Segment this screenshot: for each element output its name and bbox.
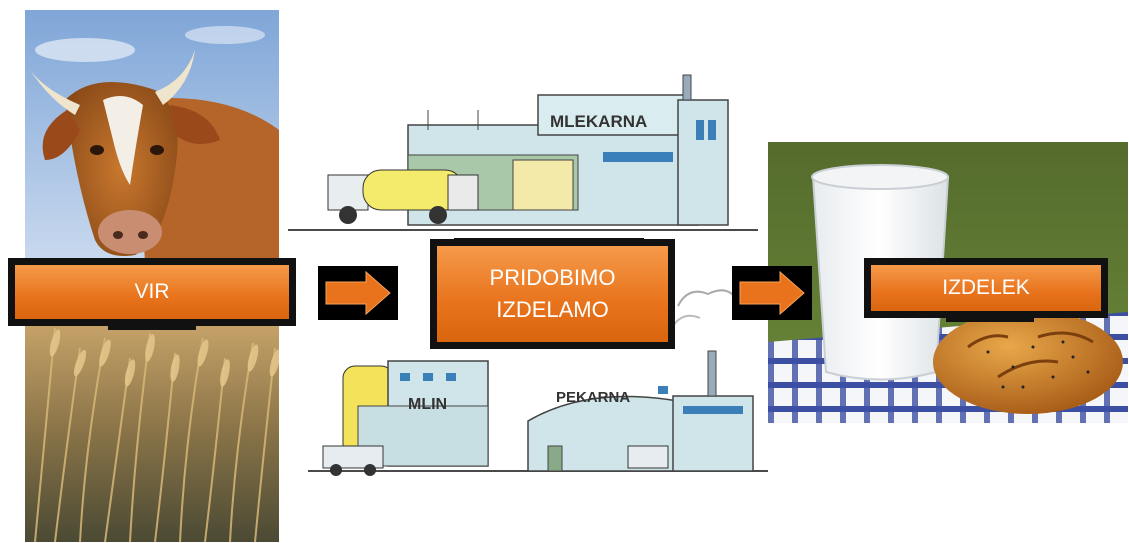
dairy-factory-sketch: MLEKARNA bbox=[288, 70, 758, 235]
wheat-field-photo bbox=[25, 318, 279, 542]
arrow-right-icon bbox=[732, 266, 812, 320]
arrow-right-icon bbox=[318, 266, 398, 320]
process-label-shadow-top bbox=[454, 238, 644, 246]
mill-bakery-sketch: MLIN PEKARNA bbox=[288, 286, 768, 486]
source-label: VIR bbox=[12, 262, 292, 322]
process-label-line2: IZDELAMO bbox=[496, 297, 609, 322]
bakery-sign: PEKARNA bbox=[556, 389, 630, 406]
process-label: PRIDOBIMO IZDELAMO bbox=[434, 243, 671, 345]
dairy-sign: MLEKARNA bbox=[550, 112, 647, 131]
source-label-text: VIR bbox=[134, 280, 170, 303]
product-label: IZDELEK bbox=[868, 262, 1104, 314]
process-label-line1: PRIDOBIMO bbox=[489, 265, 616, 290]
product-label-text: IZDELEK bbox=[942, 276, 1030, 299]
mill-sign: MLIN bbox=[408, 396, 447, 413]
cow-photo bbox=[25, 10, 279, 262]
